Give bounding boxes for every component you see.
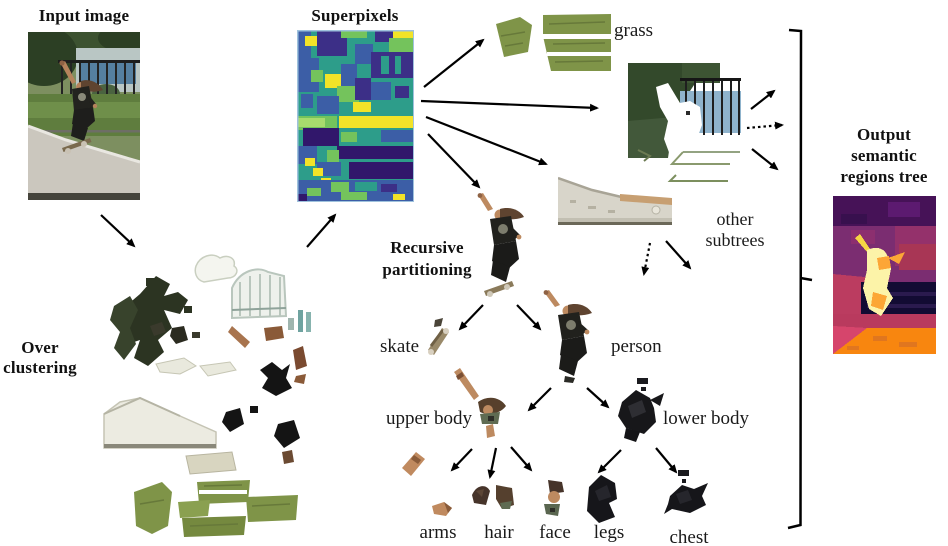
person-label: person (611, 336, 662, 357)
arrow-ramp-subtree-solid (665, 240, 692, 270)
segment-teal-bars (288, 310, 311, 332)
other-subtrees-line2: subtrees (705, 230, 765, 250)
recursive-partitioning-label: Recursive partitioning (364, 237, 490, 281)
arrow-superpixels-to-grass (423, 38, 485, 88)
recursive-line1: Recursive (390, 238, 464, 257)
background-cutout-image (628, 63, 741, 182)
over-clustering-collage (103, 254, 311, 537)
grass-zigzag-lines (637, 149, 740, 182)
segment-brown-bits (264, 326, 307, 384)
segment-small-dark-bits (150, 322, 200, 344)
upper-body-segment (454, 368, 506, 438)
other-subtrees-label: other subtrees (693, 209, 777, 251)
over-clustering-line1: Over (21, 338, 59, 357)
skate-segment (428, 318, 449, 355)
arrow-personskate-to-skate (458, 304, 484, 331)
input-photo-image (28, 32, 140, 200)
ramp-segment-image (558, 176, 672, 225)
arrow-overclustering-to-superpixels (306, 213, 337, 248)
over-clustering-line2: clustering (3, 358, 77, 377)
legs-segment (587, 475, 617, 523)
person-cutout (656, 83, 702, 175)
input-image-label: Input image (38, 6, 130, 25)
arrow-background-subtree-down (751, 148, 779, 171)
output-line1: Output (856, 125, 912, 144)
segment-fence-sketch (231, 268, 288, 320)
arrow-ramp-subtree-dotted (641, 242, 652, 276)
arrow-upperbody-to-face (510, 446, 533, 472)
arrow-person-to-lowerbody (586, 387, 610, 409)
face-label: face (539, 522, 571, 543)
segment-trees-dark (110, 276, 192, 366)
person-segment (543, 290, 592, 383)
arrow-background-subtree-dotted (746, 121, 784, 130)
lower-body-label: lower body (663, 408, 750, 429)
segment-cloud (194, 254, 238, 283)
segment-beige-piece (185, 451, 237, 475)
face-segment (544, 480, 564, 516)
hair-label: hair (484, 522, 514, 543)
arrow-personskate-to-person (516, 304, 542, 331)
superpixels-label: Superpixels (311, 6, 399, 25)
segment-grass-patches (134, 480, 298, 537)
arrow-superpixels-to-background (420, 99, 599, 112)
arrow-person-to-upperbody (527, 387, 552, 412)
output-person-region (855, 234, 905, 316)
recursive-line2: partitioning (382, 260, 472, 279)
legs-label: legs (593, 522, 625, 543)
person-skate-segment (477, 193, 524, 297)
chest-segment (664, 470, 708, 514)
lower-body-segment (618, 378, 664, 442)
segment-ramp-pale (103, 396, 217, 449)
arms-segment (402, 452, 452, 516)
output-bracket (787, 28, 813, 530)
hair-segment (472, 485, 514, 509)
output-line3: regions tree (840, 167, 928, 186)
output-label: Output semantic regions tree (828, 124, 940, 187)
chest-label: chest (669, 527, 709, 546)
over-clustering-label: Over clustering (0, 338, 80, 378)
grass-segments-image (496, 14, 611, 71)
upper-body-label: upper body (386, 408, 473, 429)
segment-pale-streak (155, 357, 237, 377)
grass-label: grass (614, 20, 654, 41)
arms-label: arms (419, 522, 457, 543)
arrow-upperbody-to-hair (487, 447, 498, 479)
arrow-superpixels-to-person (427, 133, 481, 189)
arrow-input-to-overclustering (100, 214, 136, 248)
skater-figure (59, 60, 103, 154)
output-line2: semantic (851, 146, 917, 165)
arrow-background-subtree-up (750, 89, 776, 110)
skate-label: skate (380, 336, 420, 357)
arrow-lowerbody-to-legs (597, 449, 622, 474)
arrow-superpixels-to-ramp (425, 115, 548, 166)
output-image (833, 196, 936, 354)
segment-arm-brown (228, 326, 250, 348)
segment-black-blobs (222, 362, 300, 464)
other-subtrees-line1: other (716, 209, 754, 229)
superpixels-image (297, 30, 414, 202)
